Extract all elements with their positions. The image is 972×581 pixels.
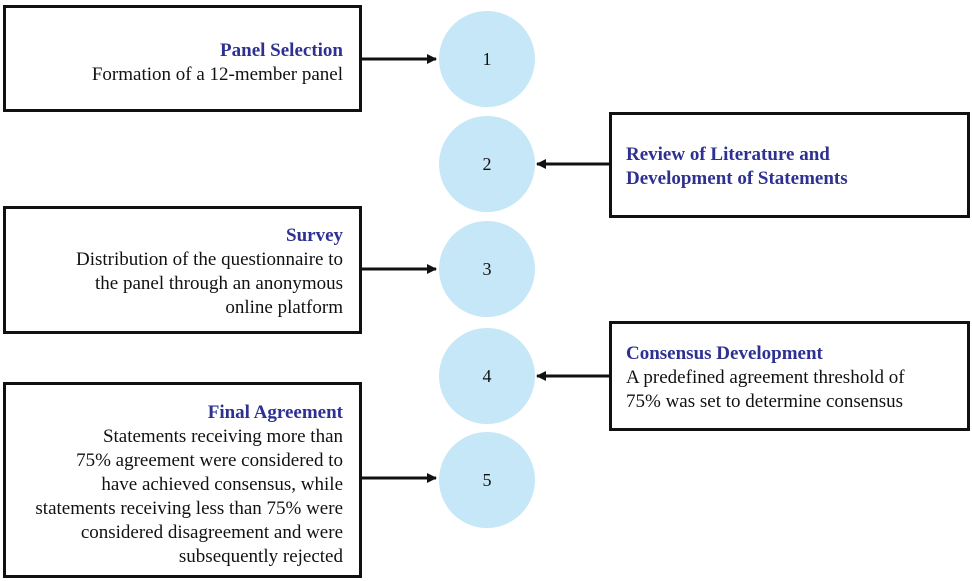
step-1-number: 1 xyxy=(482,48,492,69)
step-2-number: 2 xyxy=(482,153,492,174)
step-3-number: 3 xyxy=(482,258,492,279)
step-3-box: Survey Distribution of the questionnaire… xyxy=(3,206,362,334)
step-1-title: Panel Selection xyxy=(220,40,343,61)
step-4-body: A predefined agreement threshold of 75% … xyxy=(626,367,905,412)
step-4-title: Consensus Development xyxy=(626,343,823,364)
step-3-circle: 3 xyxy=(439,221,535,317)
step-5-title: Final Agreement xyxy=(207,402,343,423)
step-1-body: Formation of a 12-member panel xyxy=(91,64,343,85)
step-2-box: Review of Literature and Development of … xyxy=(609,112,970,218)
step-4-circle: 4 xyxy=(439,328,535,424)
step-1-circle: 1 xyxy=(439,11,535,107)
step-2-circle: 2 xyxy=(439,116,535,212)
step-4-box: Consensus Development A predefined agree… xyxy=(609,321,970,431)
step-5-circle: 5 xyxy=(439,432,535,528)
step-5-body: Statements receiving more than 75% agree… xyxy=(35,426,343,567)
step-2-title: Review of Literature and Development of … xyxy=(626,144,848,189)
step-3-body: Distribution of the questionnaire to the… xyxy=(75,249,343,318)
step-3-title: Survey xyxy=(286,225,343,246)
step-4-number: 4 xyxy=(482,365,492,386)
step-5-box: Final Agreement Statements receiving mor… xyxy=(3,382,362,578)
step-1-box: Panel Selection Formation of a 12-member… xyxy=(3,5,362,112)
step-5-number: 5 xyxy=(482,469,492,490)
